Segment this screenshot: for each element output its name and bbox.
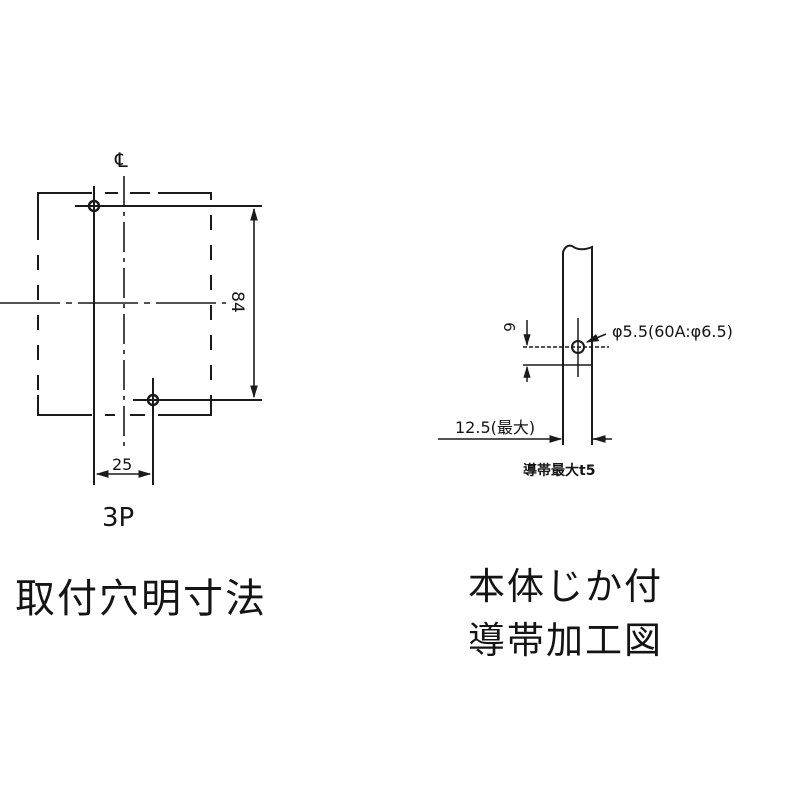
busbar-hole — [571, 340, 585, 354]
left-caption: 取付穴明寸法 — [15, 576, 267, 622]
mounting-hole-bottom — [146, 393, 160, 407]
mounting-hole-top — [87, 199, 101, 213]
conductor-thickness-note: 導帯最大t5 — [523, 463, 596, 479]
dimension-6-label: 6 — [499, 322, 518, 332]
hole-leader — [585, 333, 607, 343]
pole-label: 3P — [102, 503, 135, 533]
hole-diameter-note: φ5.5(60A:φ6.5) — [612, 322, 733, 341]
dimension-84-label: 84 — [226, 291, 247, 313]
dimension-25-label: 25 — [112, 455, 133, 474]
centerline-symbol: ℄ — [115, 148, 128, 172]
busbar-outline — [562, 244, 593, 445]
right-caption-line2: 導帯加工図 — [468, 619, 663, 662]
right-caption-line1: 本体じか付 — [468, 565, 663, 608]
mounting-hole-figure — [0, 176, 262, 485]
dimension-12-5-label: 12.5(最大) — [455, 418, 536, 437]
busbar-figure — [438, 244, 612, 445]
body-outline-top-left — [37, 192, 92, 240]
